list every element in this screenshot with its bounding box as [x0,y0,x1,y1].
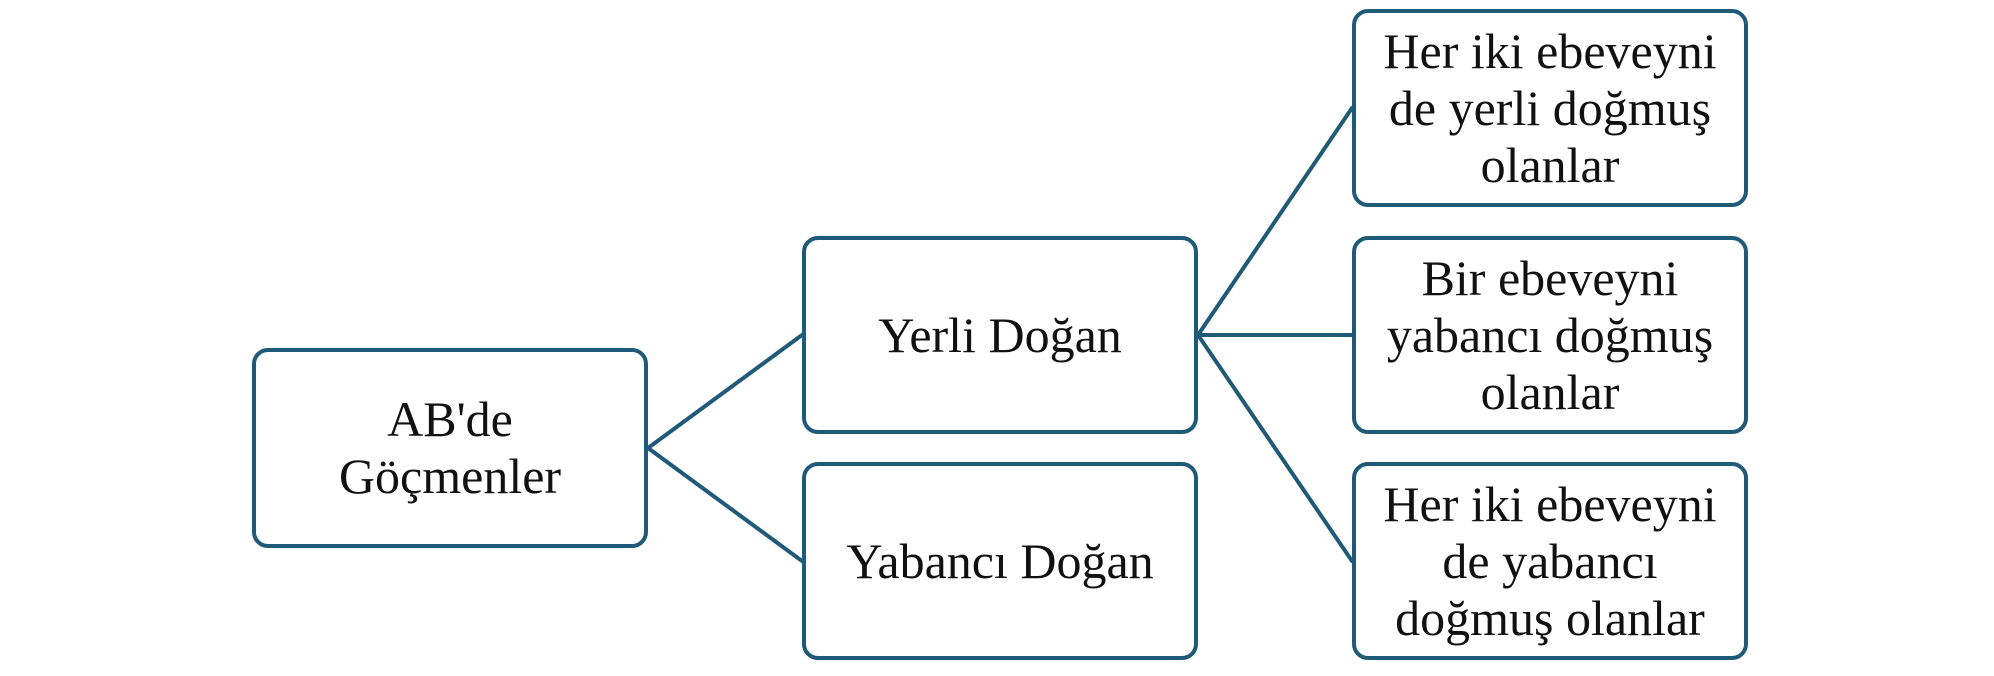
node-one-parent-foreign-born: Bir ebeveyni yabancı doğmuş olanlar [1352,236,1748,434]
connector-root-to-native-born [646,333,804,450]
node-foreign-born-label: Yabancı Doğan [846,532,1154,589]
connector-native-born-to-both-native [1196,106,1354,337]
node-both-parents-native-born: Her iki ebeveyni de yerli doğmuş olanlar [1352,9,1748,207]
node-foreign-born: Yabancı Doğan [802,462,1198,660]
node-immigrants-in-eu-label: AB'de Göçmenler [338,391,562,504]
connector-root-to-foreign-born [646,446,804,563]
node-native-born-label: Yerli Doğan [878,306,1122,363]
node-both-parents-foreign-born-label: Her iki ebeveyni de yabancı doğmuş olanl… [1383,475,1717,646]
node-native-born: Yerli Doğan [802,236,1198,434]
node-both-parents-native-born-label: Her iki ebeveyni de yerli doğmuş olanlar [1383,22,1717,193]
node-one-parent-foreign-born-label: Bir ebeveyni yabancı doğmuş olanlar [1386,249,1714,420]
connector-native-born-to-both-foreign [1196,333,1354,563]
node-immigrants-in-eu: AB'de Göçmenler [252,348,648,548]
node-both-parents-foreign-born: Her iki ebeveyni de yabancı doğmuş olanl… [1352,462,1748,660]
